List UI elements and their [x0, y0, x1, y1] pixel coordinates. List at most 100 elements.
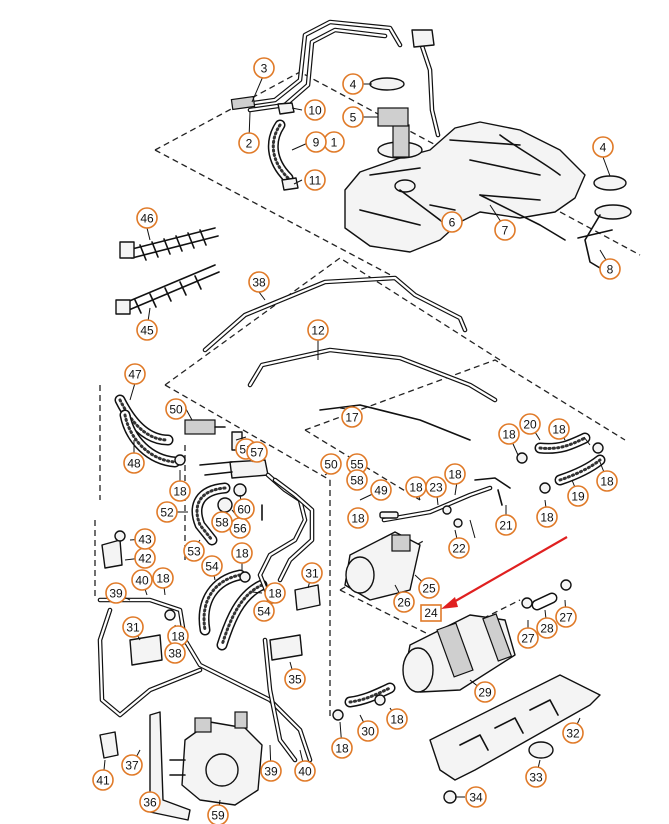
callout-18[interactable]: 18 — [548, 418, 570, 440]
callout-60[interactable]: 60 — [233, 498, 255, 520]
callout-29[interactable]: 29 — [474, 681, 496, 703]
callout-10[interactable]: 10 — [304, 99, 326, 121]
callout-33[interactable]: 33 — [525, 766, 547, 788]
callout-label: 38 — [168, 647, 182, 661]
callout-label: 30 — [361, 725, 375, 739]
part-24-marker[interactable]: 24 — [420, 604, 442, 622]
callout-label: 3 — [261, 62, 268, 76]
callout-label: 18 — [235, 547, 249, 561]
callout-41[interactable]: 41 — [92, 769, 114, 791]
callout-label: 40 — [135, 574, 149, 588]
callout-18[interactable]: 18 — [498, 423, 520, 445]
callout-label: 18 — [540, 511, 554, 525]
callout-18[interactable]: 18 — [596, 470, 618, 492]
callout-56[interactable]: 56 — [229, 517, 251, 539]
right-hoses — [344, 432, 606, 708]
callout-40[interactable]: 40 — [294, 760, 316, 782]
callout-1[interactable]: 1 — [323, 131, 345, 153]
callout-38[interactable]: 38 — [248, 271, 270, 293]
callout-4[interactable]: 4 — [592, 136, 614, 158]
callout-5[interactable]: 5 — [342, 106, 364, 128]
callout-54[interactable]: 54 — [253, 600, 275, 622]
callout-31[interactable]: 31 — [301, 562, 323, 584]
callout-57[interactable]: 57 — [246, 441, 268, 463]
callout-label: 40 — [298, 765, 312, 779]
callout-32[interactable]: 32 — [562, 722, 584, 744]
callout-12[interactable]: 12 — [307, 319, 329, 341]
callout-label: 18 — [502, 428, 516, 442]
callout-22[interactable]: 22 — [448, 537, 470, 559]
callout-18[interactable]: 18 — [331, 737, 353, 759]
callout-18[interactable]: 18 — [386, 708, 408, 730]
callout-label: 59 — [211, 809, 225, 823]
callout-47[interactable]: 47 — [124, 363, 146, 385]
callout-50[interactable]: 50 — [165, 398, 187, 420]
callout-label: 18 — [552, 423, 566, 437]
callout-18[interactable]: 18 — [152, 567, 174, 589]
callout-39[interactable]: 39 — [105, 582, 127, 604]
callout-17[interactable]: 17 — [341, 406, 363, 428]
callout-label: 21 — [499, 519, 513, 533]
callout-21[interactable]: 21 — [495, 514, 517, 536]
callout-6[interactable]: 6 — [441, 211, 463, 233]
callout-20[interactable]: 20 — [519, 413, 541, 435]
callout-58[interactable]: 58 — [346, 469, 368, 491]
callout-label: 36 — [143, 796, 157, 810]
callout-40[interactable]: 40 — [131, 569, 153, 591]
callout-35[interactable]: 35 — [284, 668, 306, 690]
callout-28[interactable]: 28 — [536, 617, 558, 639]
callout-18[interactable]: 18 — [536, 506, 558, 528]
callout-label: 43 — [138, 533, 152, 547]
callout-label: 50 — [169, 403, 183, 417]
callout-50[interactable]: 50 — [320, 453, 342, 475]
callout-54[interactable]: 54 — [201, 555, 223, 577]
callout-36[interactable]: 36 — [139, 791, 161, 813]
callout-45[interactable]: 45 — [136, 319, 158, 341]
callout-18[interactable]: 18 — [231, 542, 253, 564]
callout-27[interactable]: 27 — [555, 606, 577, 628]
callout-30[interactable]: 30 — [357, 720, 379, 742]
callout-18[interactable]: 18 — [169, 480, 191, 502]
callout-18[interactable]: 18 — [264, 582, 286, 604]
callout-48[interactable]: 48 — [123, 452, 145, 474]
callout-23[interactable]: 23 — [425, 476, 447, 498]
callout-8[interactable]: 8 — [599, 258, 621, 280]
callout-37[interactable]: 37 — [121, 754, 143, 776]
callout-43[interactable]: 43 — [134, 528, 156, 550]
callout-label: 48 — [127, 457, 141, 471]
callout-label: 41 — [96, 774, 110, 788]
callout-34[interactable]: 34 — [465, 786, 487, 808]
callout-27[interactable]: 27 — [517, 627, 539, 649]
callout-label: 26 — [397, 596, 411, 610]
level-sender-flange — [594, 204, 632, 220]
long-fuel-lines — [202, 275, 498, 441]
callout-9[interactable]: 9 — [305, 131, 327, 153]
callout-38[interactable]: 38 — [164, 642, 186, 664]
callout-2[interactable]: 2 — [238, 132, 260, 154]
callout-46[interactable]: 46 — [136, 207, 158, 229]
callout-18[interactable]: 18 — [405, 476, 427, 498]
clip-strips — [115, 227, 220, 315]
callout-18[interactable]: 18 — [347, 507, 369, 529]
high-pressure-pump — [169, 711, 263, 806]
callout-52[interactable]: 52 — [156, 501, 178, 523]
callout-18[interactable]: 18 — [444, 463, 466, 485]
callout-31[interactable]: 31 — [122, 616, 144, 638]
callout-7[interactable]: 7 — [494, 219, 516, 241]
callout-59[interactable]: 59 — [207, 804, 229, 824]
callout-3[interactable]: 3 — [253, 57, 275, 79]
callout-49[interactable]: 49 — [370, 479, 392, 501]
callout-39[interactable]: 39 — [260, 760, 282, 782]
callout-58[interactable]: 58 — [211, 511, 233, 533]
callout-53[interactable]: 53 — [183, 540, 205, 562]
callout-26[interactable]: 26 — [393, 591, 415, 613]
callout-4[interactable]: 4 — [342, 73, 364, 95]
callout-label: 1 — [331, 136, 338, 150]
callout-label: 18 — [600, 475, 614, 489]
callout-25[interactable]: 25 — [418, 577, 440, 599]
callout-11[interactable]: 11 — [304, 169, 326, 191]
callout-19[interactable]: 19 — [567, 485, 589, 507]
callout-42[interactable]: 42 — [134, 547, 156, 569]
